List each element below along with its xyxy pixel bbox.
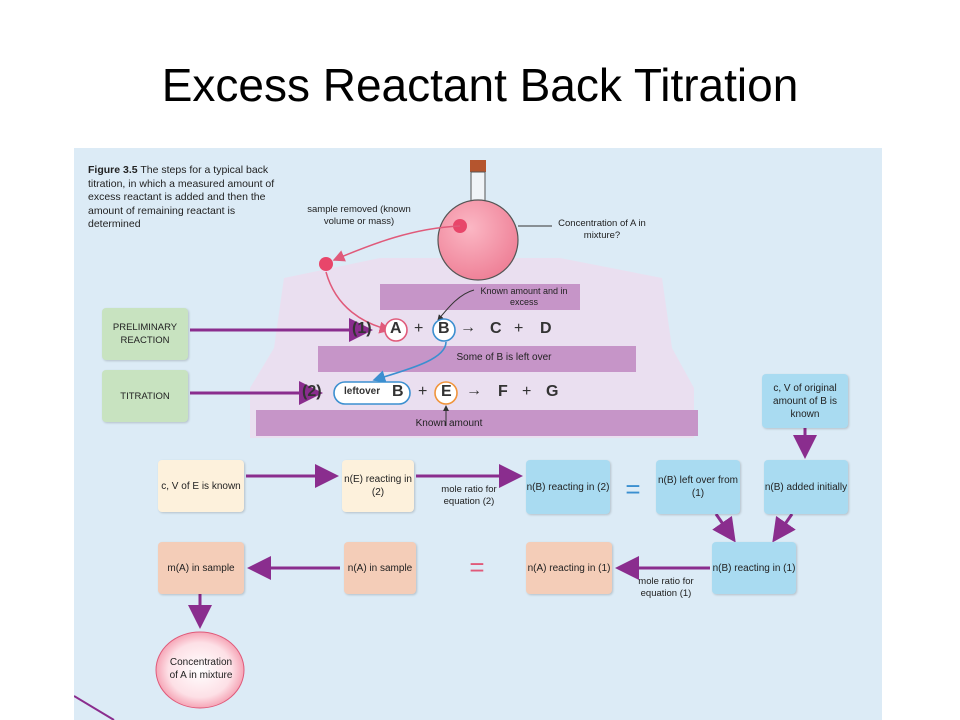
reaction2-arrow: → <box>466 382 482 399</box>
reaction1-d: D <box>540 320 552 337</box>
reaction1-arrow: → <box>460 319 476 336</box>
reaction1-plus2: + <box>514 320 524 337</box>
sample-dot-removed <box>319 257 333 271</box>
equals-sign-1: = <box>625 474 641 504</box>
some-left-label: Some of B is left over <box>456 352 552 363</box>
cv-e-known-box: c, V of E is known <box>158 460 244 512</box>
circle-b-row1 <box>432 318 456 342</box>
reaction2-plus2: + <box>522 383 532 400</box>
figure-panel: Figure 3.5 The steps for a typical back … <box>74 148 882 720</box>
arrow-leftover-to-nb1 <box>712 513 736 543</box>
n-b-reacting-2-box: n(B) reacting in (2) <box>526 460 610 514</box>
n-e-reacting-box: n(E) reacting in (2) <box>342 460 414 512</box>
flask-stopper <box>470 160 486 172</box>
reaction2-e: E <box>441 383 452 400</box>
concentration-circle <box>155 631 245 709</box>
reaction1-c: C <box>490 320 502 337</box>
pyramid-tier-top <box>380 284 580 310</box>
reaction1-a: A <box>390 320 402 337</box>
sample-to-reaction-arrow <box>325 271 392 334</box>
pyramid-tier-bottom <box>256 410 698 436</box>
decorative-corner-line <box>74 695 115 720</box>
n-b-added-box: n(B) added initially <box>764 460 848 514</box>
slide-title: Excess Reactant Back Titration <box>161 59 799 111</box>
reaction2-f: F <box>498 383 508 400</box>
reaction2-b: B <box>392 383 404 400</box>
n-b-leftover-box: n(B) left over from (1) <box>656 460 740 514</box>
mole-ratio-2-label: mole ratio for equation (2) <box>441 484 497 507</box>
reaction-1: (1) A + B → C + D <box>74 319 882 343</box>
diagram-svg <box>74 160 817 720</box>
n-a-reacting-1-box: n(A) reacting in (1) <box>526 542 612 594</box>
caption-label: Figure 3.5 <box>88 164 138 176</box>
reaction-2: (2) leftover B + E → F + G <box>74 382 882 406</box>
reaction2-leftover: leftover <box>344 386 381 397</box>
mole-ratio-1-label: mole ratio for equation (1) <box>638 576 694 599</box>
circle-e <box>434 381 458 405</box>
known-amount-label: Known amount <box>415 418 483 429</box>
known-excess-pointer <box>437 289 475 321</box>
equals-sign-2: = <box>469 552 485 582</box>
reaction2-number: (2) <box>302 383 322 400</box>
sample-removed-label: sample removed (known volume or mass) <box>307 204 411 227</box>
reaction1-b: B <box>438 320 450 337</box>
reaction1-plus1: + <box>414 320 424 337</box>
titration-box: TITRATION <box>102 370 188 422</box>
cv-b-known-box: c, V of original amount of B is known <box>762 374 848 428</box>
preliminary-reaction-box: PRELIMINARY REACTION <box>102 308 188 360</box>
reaction2-plus1: + <box>418 383 428 400</box>
m-a-sample-box: m(A) in sample <box>158 542 244 594</box>
pyramid-tier-middle <box>318 346 636 372</box>
concentration-question-label: Concentration of A in mixture? <box>558 218 646 241</box>
arrow-added-to-nb1 <box>772 513 796 543</box>
n-b-reacting-1-box: n(B) reacting in (1) <box>712 542 796 594</box>
leftover-link-arrow <box>372 341 447 383</box>
sample-removal-arrow <box>332 225 461 262</box>
figure-caption: Figure 3.5 The steps for a typical back … <box>88 164 278 232</box>
flask-bulb <box>437 199 519 281</box>
circle-a <box>384 318 408 342</box>
n-a-sample-box: n(A) in sample <box>344 542 416 594</box>
reaction1-number: (1) <box>352 320 372 337</box>
concentration-result-label: Concentration of A in mixture <box>169 657 233 681</box>
known-excess-label: Known amount and in excess <box>480 286 568 307</box>
reaction2-g: G <box>546 383 559 400</box>
leftover-pill <box>333 381 411 405</box>
caption-text: The steps for a typical back titration, … <box>88 164 275 230</box>
